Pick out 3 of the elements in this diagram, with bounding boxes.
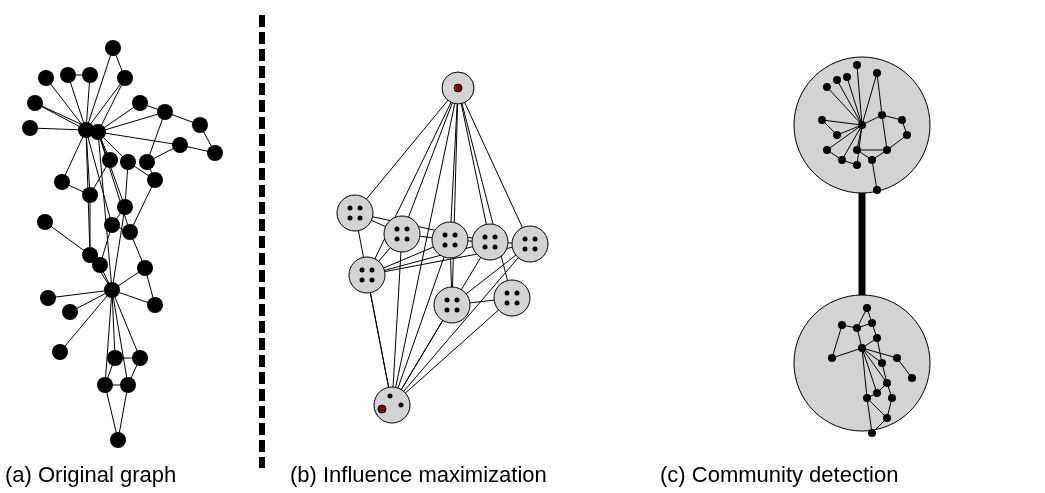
panel-caption: (c) Community detection	[660, 462, 899, 488]
panel-caption: (b) Influence maximization	[290, 462, 547, 488]
panel-caption: (a) Original graph	[5, 462, 177, 488]
